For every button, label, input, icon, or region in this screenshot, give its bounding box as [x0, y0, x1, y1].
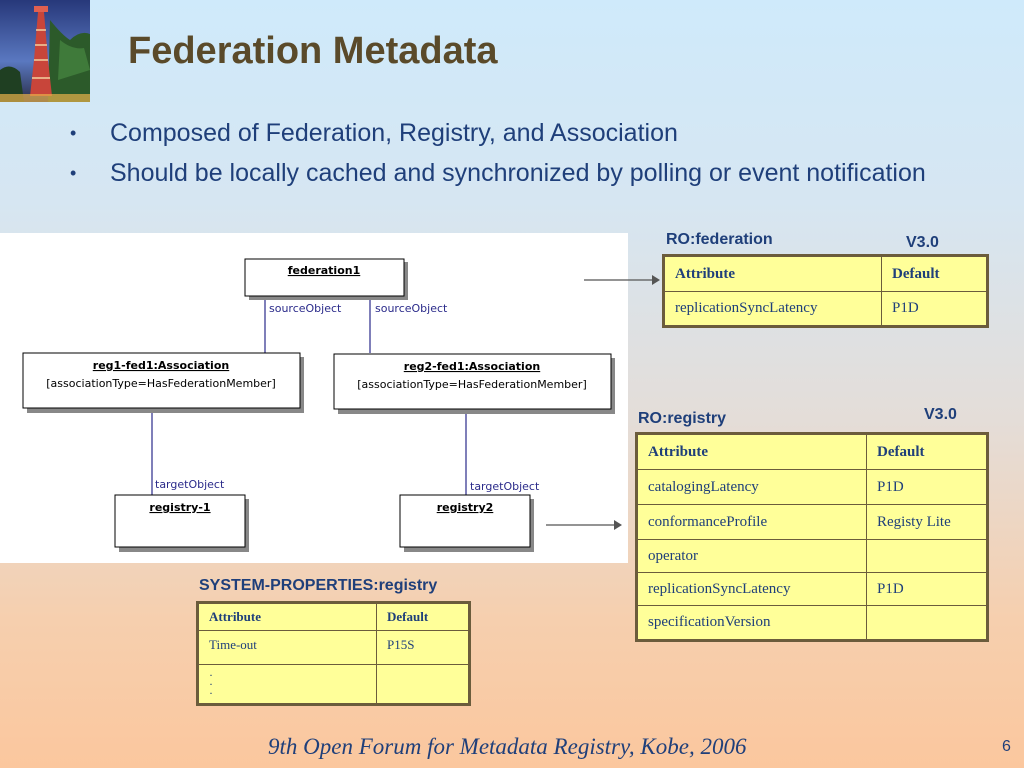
- table-header-row: Attribute Default: [663, 255, 988, 292]
- table-cell: P1D: [881, 291, 988, 327]
- ellipsis-dot: ·: [209, 685, 213, 700]
- arrow-right-icon: [546, 520, 622, 530]
- association-attribute: [associationType=HasFederationMember]: [357, 378, 586, 391]
- bullet-item: Should be locally cached and synchronize…: [70, 156, 950, 190]
- table-cell: [866, 539, 988, 573]
- column-header: Attribute: [636, 433, 867, 470]
- ro-federation-table: Attribute Default replicationSyncLatency…: [662, 254, 989, 328]
- table-row: Time-out P15S: [197, 630, 470, 665]
- ro-registry-title: RO:registry: [638, 410, 727, 427]
- ellipsis-cell: · · ·: [197, 664, 377, 705]
- table-row: operator: [636, 539, 988, 573]
- target-object-label: targetObject: [155, 478, 225, 491]
- registry-name: registry-1: [149, 501, 210, 514]
- table-header-row: Attribute Default: [636, 433, 988, 470]
- system-properties-table: Attribute Default Time-out P15S · · ·: [196, 601, 471, 706]
- table-cell: P1D: [866, 572, 988, 606]
- system-properties-title: SYSTEM-PROPERTIES:registry: [199, 577, 438, 594]
- target-object-label: targetObject: [470, 480, 540, 493]
- table-cell: Time-out: [197, 630, 377, 665]
- association-name: reg2-fed1:Association: [404, 360, 540, 373]
- column-header: Attribute: [663, 255, 882, 292]
- federation-name: federation1: [288, 264, 361, 277]
- ellipsis-dot: ·: [209, 667, 213, 682]
- table-row: specificationVersion: [636, 605, 988, 641]
- ro-federation-title: RO:federation: [666, 231, 773, 248]
- column-header: Attribute: [197, 602, 377, 631]
- table-row: replicationSyncLatency P1D: [663, 291, 988, 327]
- ro-registry-version: V3.0: [924, 406, 957, 423]
- table-cell: P15S: [376, 630, 470, 665]
- table-cell: P1D: [866, 469, 988, 505]
- table-row: · · ·: [197, 664, 470, 705]
- bullet-item: Composed of Federation, Registry, and As…: [70, 116, 950, 150]
- association-name: reg1-fed1:Association: [93, 359, 229, 372]
- table-cell: replicationSyncLatency: [636, 572, 867, 606]
- uml-diagram: federation1 sourceObject sourceObject re…: [0, 233, 628, 563]
- association-box: [22, 352, 301, 409]
- page-number: 6: [1002, 738, 1011, 755]
- registry-box: [399, 494, 531, 548]
- kobe-tower-logo: [0, 0, 90, 102]
- association-box: [333, 353, 612, 410]
- table-cell: [376, 664, 470, 705]
- column-header: Default: [881, 255, 988, 292]
- registry-box: [114, 494, 246, 548]
- slide-title: Federation Metadata: [128, 30, 498, 72]
- source-object-label: sourceObject: [375, 302, 448, 315]
- table-row: replicationSyncLatency P1D: [636, 572, 988, 606]
- association-attribute: [associationType=HasFederationMember]: [46, 377, 275, 390]
- table-header-row: Attribute Default: [197, 602, 470, 631]
- registry-name: registry2: [437, 501, 494, 514]
- table-cell: replicationSyncLatency: [663, 291, 882, 327]
- table-row: catalogingLatency P1D: [636, 469, 988, 505]
- arrow-right-icon: [584, 275, 660, 285]
- source-object-label: sourceObject: [269, 302, 342, 315]
- table-row: conformanceProfile Registy Lite: [636, 504, 988, 540]
- table-cell: Registy Lite: [866, 504, 988, 540]
- slide-footer: 9th Open Forum for Metadata Registry, Ko…: [268, 734, 747, 759]
- federation-box: [244, 258, 405, 297]
- table-cell: [866, 605, 988, 641]
- table-cell: specificationVersion: [636, 605, 867, 641]
- column-header: Default: [866, 433, 988, 470]
- ro-registry-table: Attribute Default catalogingLatency P1D …: [635, 432, 989, 642]
- ro-federation-version: V3.0: [906, 234, 939, 251]
- ellipsis-dot: ·: [209, 676, 213, 691]
- bullet-list: Composed of Federation, Registry, and As…: [70, 116, 950, 196]
- table-cell: operator: [636, 539, 867, 573]
- column-header: Default: [376, 602, 470, 631]
- table-cell: conformanceProfile: [636, 504, 867, 540]
- table-cell: catalogingLatency: [636, 469, 867, 505]
